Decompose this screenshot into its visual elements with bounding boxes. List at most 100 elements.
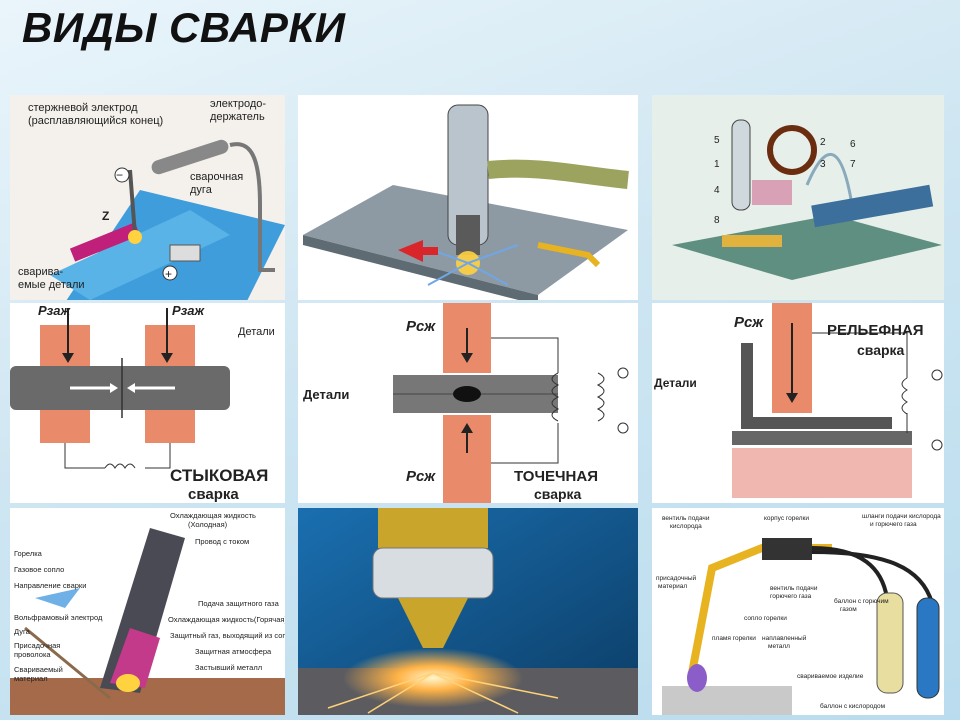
label-torch: Горелка bbox=[14, 549, 43, 558]
panel-projection-welding: Рсж Детали РЕЛЬЕФНАЯ сварка bbox=[652, 303, 944, 503]
filler-wire bbox=[24, 626, 111, 700]
panel-spot-welding: Рсж Рсж Детали ТОЧЕЧНАЯ сварка bbox=[298, 303, 638, 503]
label-oxygen-cylinder: баллон с кислородом bbox=[820, 702, 886, 710]
minus-sign: − bbox=[116, 168, 123, 182]
base-plate bbox=[672, 215, 942, 280]
panel-laser-photo bbox=[298, 508, 638, 715]
label-hoses: шланги подачи кислорода bbox=[862, 513, 941, 520]
label-8: 8 bbox=[714, 215, 720, 226]
spot-welding-diagram: Рсж Рсж Детали ТОЧЕЧНАЯ сварка bbox=[298, 303, 638, 503]
arc-label: сварочная bbox=[190, 171, 243, 183]
panel-gas-welding: вентиль подачи кислорода корпус горелки … bbox=[652, 508, 944, 715]
label-hoses-2: и горючего газа bbox=[870, 521, 917, 528]
electrode-label: стержневой электрод bbox=[28, 102, 138, 114]
label-filler: Присадочная bbox=[14, 641, 60, 650]
holder-label-2: держатель bbox=[210, 111, 265, 123]
electrode-rod bbox=[128, 169, 137, 236]
workpiece bbox=[662, 686, 792, 715]
label-material-2: материал bbox=[14, 674, 48, 683]
holder-label: электродо- bbox=[210, 98, 266, 110]
label-fuel-cylinder: баллон с горючим bbox=[834, 597, 889, 605]
label-flame: пламя горелки bbox=[712, 635, 756, 642]
panel-butt-welding: Рзаж Рзаж Детали СТЫКОВАЯ сварка bbox=[10, 303, 285, 503]
label-filler-2: проволока bbox=[14, 650, 51, 659]
electrode-holder bbox=[151, 139, 229, 175]
hose-1 bbox=[811, 546, 889, 599]
filler-rod bbox=[537, 242, 601, 268]
plus-sign: + bbox=[165, 267, 172, 281]
label-current-wire: Провод с током bbox=[195, 537, 249, 546]
page-title: ВИДЫ СВАРКИ bbox=[22, 4, 346, 51]
projection-welding-diagram: Рсж Детали РЕЛЬЕФНАЯ сварка bbox=[652, 303, 944, 503]
label-electrode: Вольфрамовый электрод bbox=[14, 613, 103, 622]
label-coolant-cold: Охлаждающая жидкость bbox=[170, 511, 256, 520]
arc bbox=[116, 674, 140, 692]
parts-label: Детали bbox=[303, 387, 349, 402]
caption-line-1: РЕЛЬЕФНАЯ bbox=[827, 322, 924, 339]
spark-rays bbox=[327, 672, 559, 714]
label-material: Свариваемый bbox=[14, 665, 63, 674]
label-gas-supply: Подача защитного газа bbox=[198, 599, 280, 608]
label-coolant-cold-2: (Холодная) bbox=[188, 520, 228, 529]
arc-label-2: дуга bbox=[190, 184, 213, 196]
label-arc: Дуга bbox=[14, 627, 31, 636]
label-deposit-2: металл bbox=[768, 643, 790, 650]
label-fuel-cylinder-2: газом bbox=[840, 606, 857, 613]
z-label: Z bbox=[102, 209, 109, 223]
weld-bead bbox=[69, 222, 141, 262]
label-6: 6 bbox=[850, 139, 856, 150]
tig-setup-diagram: 5 1 2 3 4 6 7 8 bbox=[652, 95, 944, 300]
pressure-right-label: Рзаж bbox=[172, 303, 206, 318]
bent-part bbox=[741, 343, 892, 429]
laser-cutting-image bbox=[298, 508, 638, 715]
flat-part bbox=[732, 431, 912, 445]
electrode-label-2: (расплавляющийся конец) bbox=[28, 115, 163, 127]
label-fuel-valve-2: горючего газа bbox=[770, 593, 812, 600]
pressure-top-label: Рсж bbox=[734, 314, 764, 331]
label-oxygen-valve-2: кислорода bbox=[670, 523, 702, 530]
hose bbox=[487, 159, 629, 189]
pressure-top-label: Рсж bbox=[406, 318, 436, 335]
pressure-bottom-label: Рсж bbox=[406, 468, 436, 485]
label-oxygen-valve: вентиль подачи bbox=[662, 515, 710, 522]
label-3: 3 bbox=[820, 159, 826, 170]
torch-welding-illustration bbox=[298, 95, 638, 300]
laser-head-top bbox=[378, 508, 488, 548]
label-coolant-hot: Охлаждающая жидкость(Горячая) bbox=[168, 615, 285, 624]
hose-2 bbox=[811, 550, 934, 604]
cable bbox=[229, 142, 275, 272]
label-filler-2: материал bbox=[658, 583, 687, 590]
nozzle bbox=[398, 598, 468, 648]
direction-arrow bbox=[398, 240, 438, 262]
label-torch-body: корпус горелки bbox=[764, 515, 809, 522]
caption-line-2: сварка bbox=[534, 486, 582, 502]
parts-label-2: емые детали bbox=[18, 279, 85, 291]
sparks bbox=[343, 648, 523, 708]
label-1: 1 bbox=[714, 159, 720, 170]
oxygen-cylinder bbox=[916, 597, 940, 699]
fuel-cylinder bbox=[876, 592, 904, 694]
label-shield-gas: Защитный газ, выходящий из сопла bbox=[170, 631, 285, 640]
label-2: 2 bbox=[820, 137, 826, 148]
label-deposit: наплавленный bbox=[762, 634, 807, 642]
gas-welding-diagram: вентиль подачи кислорода корпус горелки … bbox=[652, 508, 944, 715]
panel-torch-welding bbox=[298, 95, 638, 300]
torch-body bbox=[762, 538, 812, 560]
electrode-bottom bbox=[732, 448, 912, 498]
label-gas-nozzle: Газовое сопло bbox=[14, 565, 64, 574]
panel-arc-welding: − + Z стержневой электрод (расплавляющий… bbox=[10, 95, 285, 300]
label-5: 5 bbox=[714, 135, 720, 146]
direction-arrow bbox=[35, 588, 80, 608]
arc-glow bbox=[128, 230, 142, 244]
parts-label: Детали bbox=[654, 376, 697, 390]
coil bbox=[767, 125, 817, 175]
pressure-left-label: Рзаж bbox=[38, 303, 72, 318]
parts-label: сварива- bbox=[18, 266, 63, 278]
label-filler: присадочный bbox=[656, 574, 697, 582]
label-7: 7 bbox=[850, 159, 856, 170]
weld-nugget bbox=[453, 386, 481, 402]
caption-line-1: ТОЧЕЧНАЯ bbox=[514, 468, 598, 485]
arc-welding-diagram: − + Z стержневой электрод (расплавляющий… bbox=[10, 95, 285, 300]
torch bbox=[731, 119, 751, 211]
panel-tig-torch: Горелка Газовое сопло Направление сварки… bbox=[10, 508, 285, 715]
